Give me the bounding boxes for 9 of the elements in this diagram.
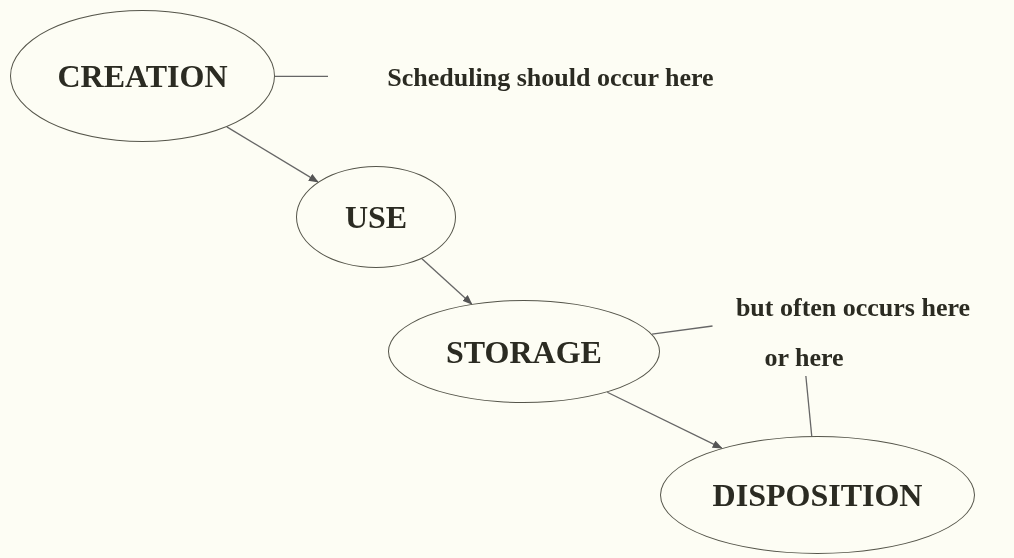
- note-text: or here: [746, 338, 862, 376]
- note-text: but often occurs here: [694, 288, 1012, 326]
- leader-line: [651, 325, 714, 335]
- leader-line: [805, 375, 813, 437]
- arrow: [421, 258, 473, 305]
- note-text: Scheduling should occur here: [328, 58, 773, 96]
- arrow: [606, 391, 723, 449]
- leader-line: [274, 75, 329, 78]
- arrow: [226, 126, 319, 183]
